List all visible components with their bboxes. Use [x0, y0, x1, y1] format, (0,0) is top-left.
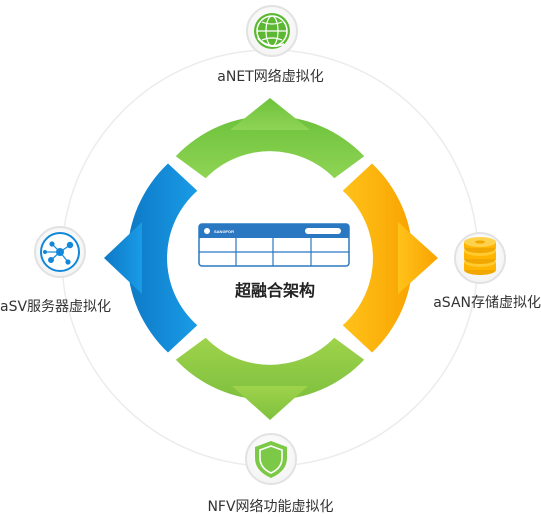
- arrow-tip-left: [104, 222, 142, 294]
- ring-segment-left: [127, 163, 198, 353]
- ring-segment-bottom: [175, 337, 365, 401]
- arrow-tip-bottom: [232, 386, 308, 420]
- arrow-tip-right: [398, 222, 438, 294]
- network-globe-icon: [246, 5, 298, 57]
- arrow-tip-top: [230, 98, 310, 130]
- node-label-top: aNET网络虚拟化: [217, 69, 324, 85]
- center-label: 超融合架构: [234, 281, 315, 300]
- center-server-device-icon: [198, 223, 350, 267]
- center-brand-label: SANGFOR: [214, 229, 234, 234]
- storage-disks-icon: [454, 232, 506, 284]
- ring-segment-right: [342, 163, 413, 353]
- server-cluster-icon: [34, 226, 86, 278]
- security-shield-icon: [245, 433, 297, 485]
- ring-segment-top: [175, 115, 365, 179]
- node-label-bottom: NFV网络功能虚拟化: [207, 499, 334, 515]
- node-label-right: aSAN存储虚拟化: [433, 295, 541, 311]
- node-label-left: aSV服务器虚拟化: [0, 299, 112, 315]
